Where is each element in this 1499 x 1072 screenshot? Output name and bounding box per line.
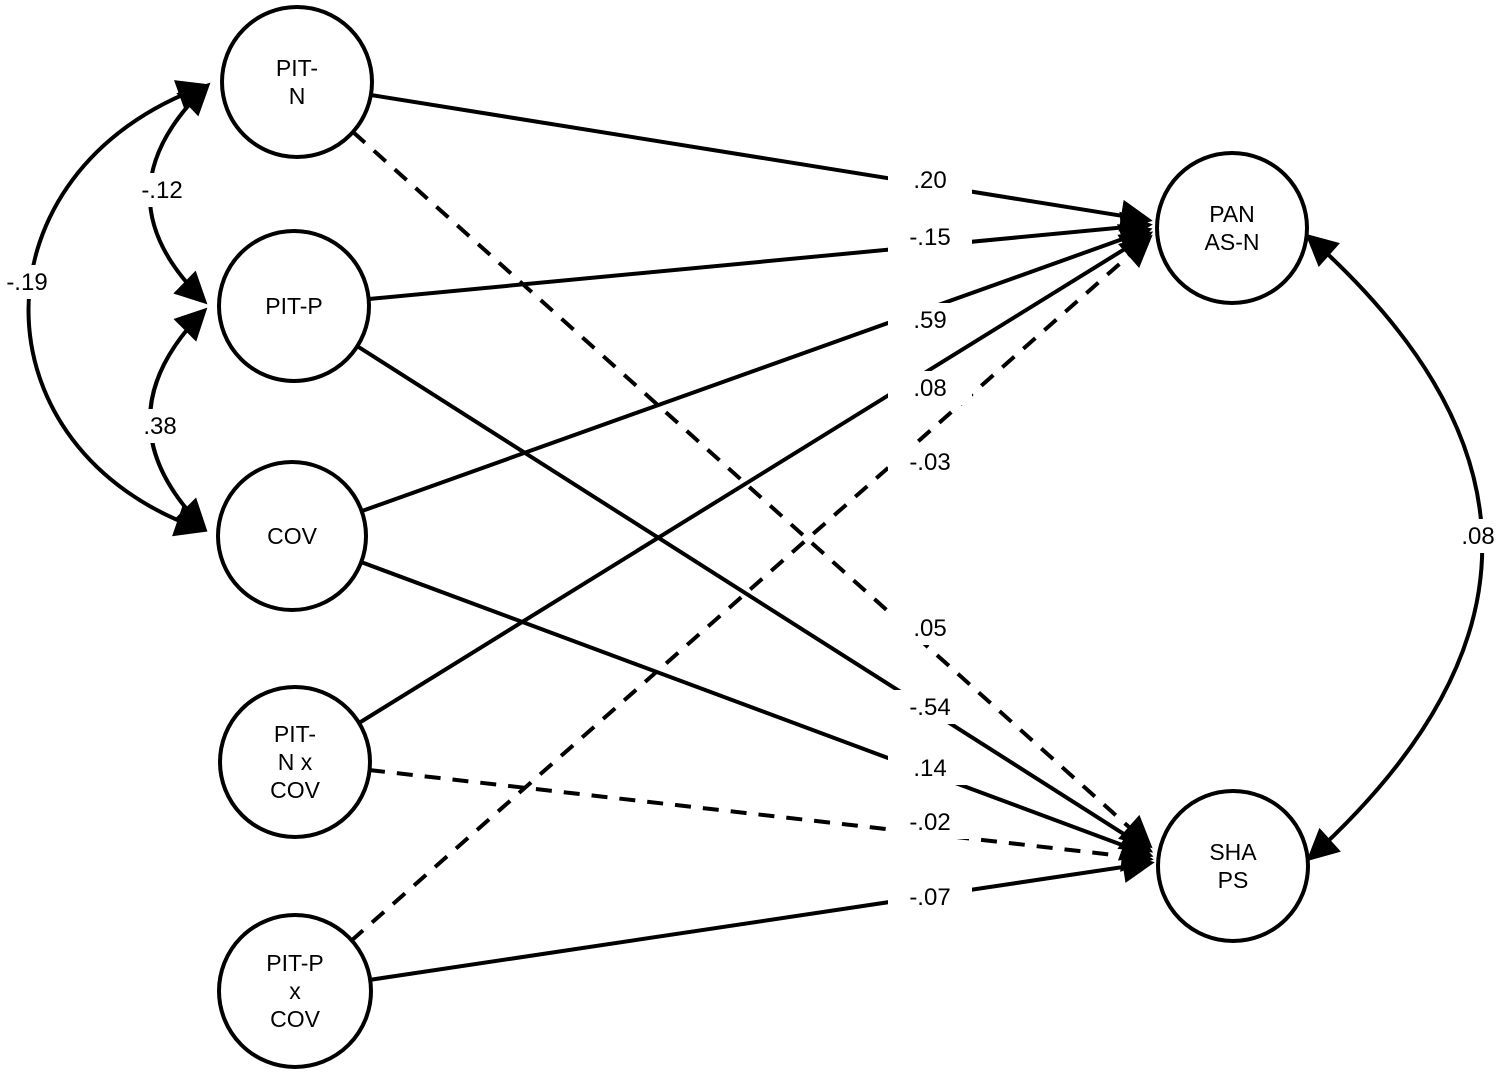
covariance-value-pit-n-pit-p-backdrop (130, 173, 194, 207)
node-label-line: N x (278, 749, 313, 775)
path-arrow-pit-n-to-panas-n (370, 93, 1153, 232)
node-circle-pit-p-x-cov (217, 913, 373, 1069)
path-arrow-pit-n-to-sha-ps (351, 130, 1153, 849)
node-cov: COV (216, 460, 368, 612)
node-circle-cov (216, 460, 368, 612)
coefficient-pit-n-to-sha-ps: .05 (913, 615, 946, 642)
node-label-line: PS (1218, 867, 1249, 893)
path-arrow-cov-to-panas-n (361, 224, 1153, 513)
path-arrow-pit-p-to-sha-ps (355, 344, 1154, 853)
path-arrow-pit-p-x-cov-to-sha-ps (368, 851, 1155, 982)
node-label-line: N (289, 83, 306, 109)
path-arrow-cov-to-sha-ps (360, 560, 1154, 861)
covariance-value-pit-n-cov-backdrop (0, 265, 59, 299)
coefficient-pit-p-x-cov-to-panas-n: -.03 (909, 449, 950, 476)
coefficient-pit-p-x-cov-to-panas-n-backdrop (888, 445, 972, 479)
coefficient-pit-p-to-sha-ps-backdrop (888, 690, 972, 724)
coefficient-cov-to-panas-n: .59 (913, 307, 946, 334)
node-label-line: PIT-P (266, 950, 324, 976)
covariance-value-panas-n-sha-ps: .08 (1461, 523, 1494, 550)
coefficient-cov-to-sha-ps: .14 (913, 755, 946, 782)
coefficient-pit-p-to-panas-n-backdrop (888, 220, 972, 254)
coefficient-pit-n-to-panas-n-backdrop (888, 163, 972, 197)
coefficient-cov-to-panas-n-backdrop (888, 303, 972, 337)
node-label-line: AS-N (1205, 229, 1260, 255)
covariance-value-pit-n-cov: -.19 (6, 269, 47, 296)
coefficient-pit-n-to-sha-ps-backdrop (888, 611, 972, 645)
coefficient-pit-p-x-cov-to-sha-ps: -.07 (909, 884, 950, 911)
covariance-value-panas-n-sha-ps-backdrop (1450, 519, 1499, 553)
node-label-line: PIT-P (265, 293, 323, 319)
path-arrow-pit-p-to-panas-n (368, 211, 1153, 301)
node-circle-pit-n (220, 5, 374, 159)
covariance-arrow-pit-n-cov (26, 80, 210, 537)
coefficient-pit-n-x-cov-to-sha-ps: -.02 (909, 809, 950, 836)
coefficient-pit-n-x-cov-to-sha-ps-backdrop (888, 805, 972, 839)
covariance-value-pit-p-cov: .38 (143, 413, 176, 440)
path-arrow-pit-n-x-cov-to-sha-ps (368, 768, 1154, 872)
node-label-line: PAN (1209, 201, 1255, 227)
coefficient-pit-p-x-cov-to-sha-ps-backdrop (888, 880, 972, 914)
coefficient-pit-n-x-cov-to-panas-n: .08 (913, 375, 946, 402)
node-circle-pit-p (217, 229, 371, 383)
node-label-cov: COV (267, 523, 318, 549)
node-label-line: COV (267, 523, 318, 549)
path-arrow-pit-n-x-cov-to-panas-n (357, 231, 1154, 725)
node-label-line: PIT- (276, 55, 318, 81)
node-label-line: x (289, 978, 301, 1004)
node-label-line: COV (270, 1006, 321, 1032)
node-label-pit-n: PIT-N (276, 55, 318, 109)
node-pit-n: PIT-N (220, 5, 374, 159)
path-arrow-pit-p-x-cov-to-panas-n (349, 234, 1153, 943)
coefficient-cov-to-sha-ps-backdrop (888, 751, 972, 785)
node-label-pit-p: PIT-P (265, 293, 323, 319)
node-label-line: PIT- (274, 721, 316, 747)
node-pit-p: PIT-P (217, 229, 371, 383)
coefficient-pit-p-to-sha-ps: -.54 (909, 694, 950, 721)
node-circle-sha-ps (1156, 789, 1310, 943)
coefficient-pit-p-to-panas-n: -.15 (909, 224, 950, 251)
coefficient-pit-n-x-cov-to-panas-n-backdrop (888, 371, 972, 405)
covariance-value-pit-n-pit-p: -.12 (141, 177, 182, 204)
node-label-line: COV (270, 777, 321, 803)
node-label-line: SHA (1209, 839, 1257, 865)
covariance-value-pit-p-cov-backdrop (132, 409, 188, 443)
coefficient-pit-n-to-panas-n: .20 (913, 167, 946, 194)
node-circle-panas-n (1155, 151, 1309, 305)
node-circle-pit-n-x-cov (218, 685, 372, 839)
coefficient-labels-layer: .20 -.15 .59 .08 -.03 .05 -.54 .14 -.02 -.07 -.12 -… (0, 163, 1499, 914)
